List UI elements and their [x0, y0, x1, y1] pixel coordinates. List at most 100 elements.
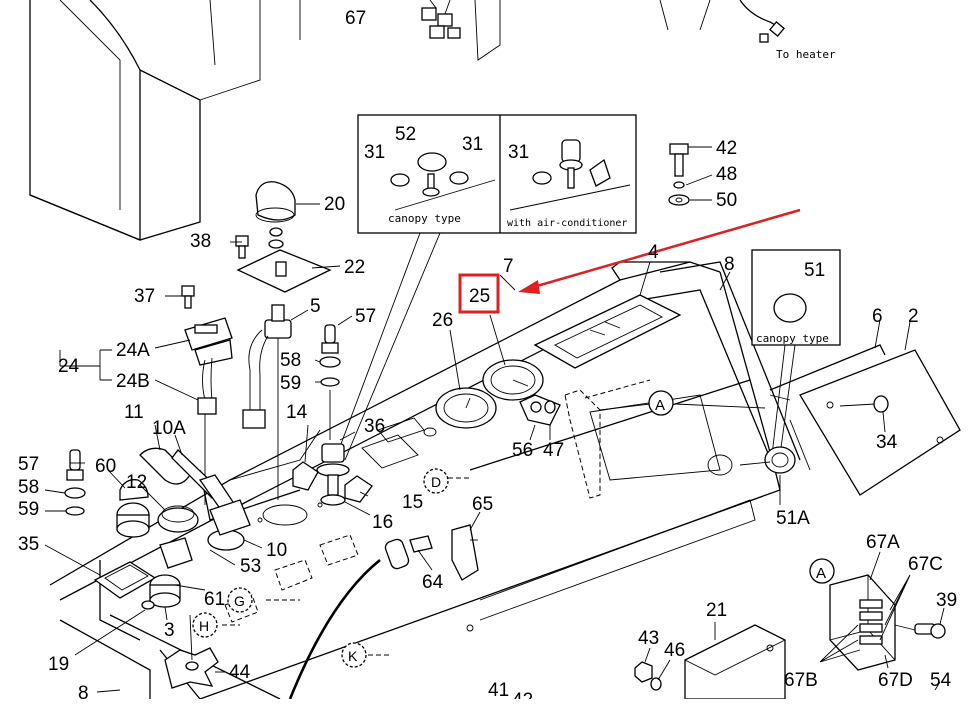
callout-d: D: [431, 474, 441, 490]
leader-lines: [44, 146, 945, 693]
label-canopy-type-2: canopy type: [756, 332, 829, 345]
label-64: 64: [422, 572, 444, 593]
callout-circles: [192, 390, 835, 668]
gauges: [435, 359, 544, 429]
label-25: 25: [469, 286, 490, 307]
label-57b: 57: [18, 454, 39, 475]
label-5: 5: [310, 296, 321, 317]
label-39: 39: [936, 590, 957, 611]
label-65: 65: [472, 494, 493, 515]
part-21: [684, 624, 786, 700]
parts-56-47: [519, 394, 561, 426]
part-14-15: [292, 461, 373, 503]
label-31b: 31: [462, 134, 483, 155]
part-57-58-59-right: [319, 324, 341, 440]
label-with-ac: with air-conditioner: [507, 218, 627, 229]
callout-g: G: [234, 593, 245, 609]
label-35: 35: [18, 534, 39, 555]
cabin-body: [29, 0, 711, 241]
part-43-46: [634, 661, 662, 691]
label-21: 21: [706, 600, 727, 621]
part-42-48-50: [668, 143, 690, 206]
inset-leaders: [334, 232, 796, 461]
connector-top: [421, 0, 461, 39]
heater-harness: [739, 0, 785, 43]
label-58b: 58: [18, 477, 39, 498]
part-36-switch: [316, 443, 350, 506]
label-48: 48: [716, 164, 737, 185]
label-3: 3: [164, 620, 175, 641]
label-31a: 31: [364, 142, 385, 163]
callout-h: H: [199, 618, 209, 634]
part-35-3-61-19: [93, 537, 219, 689]
label-11: 11: [124, 402, 144, 423]
highlight-annotation: [458, 208, 801, 314]
side-panels: [659, 261, 961, 496]
label-59a: 59: [280, 373, 301, 394]
label-16: 16: [372, 512, 393, 533]
part-4-display: [533, 294, 682, 369]
label-14: 14: [286, 402, 308, 423]
label-54: 54: [930, 670, 952, 691]
label-41: 41: [488, 680, 509, 699]
label-15: 15: [402, 492, 423, 513]
label-42: 42: [716, 138, 737, 159]
label-24: 24: [58, 356, 80, 377]
part-51a: [764, 446, 796, 474]
wire-harness: [288, 558, 381, 700]
label-canopy-type-1: canopy type: [388, 212, 461, 225]
label-51: 51: [804, 260, 825, 281]
label-47: 47: [543, 440, 564, 461]
label-31c: 31: [508, 142, 529, 163]
label-8b: 8: [78, 683, 89, 699]
part-5-switch: [242, 304, 292, 500]
label-4: 4: [648, 242, 659, 263]
part-labels: 67 To heater 31 52 31 31 canopy type wit…: [18, 8, 957, 704]
label-61: 61: [204, 589, 225, 610]
red-arrowhead: [518, 280, 540, 294]
label-59b: 59: [18, 499, 39, 520]
callout-k: K: [348, 648, 358, 664]
part-11-10-53: [139, 447, 251, 551]
label-67: 67: [345, 8, 366, 29]
label-67b: 67B: [784, 670, 818, 691]
red-arrow: [529, 208, 801, 290]
label-37: 37: [134, 286, 155, 307]
part-24-37: [181, 285, 233, 505]
inset-box-switch: [357, 114, 637, 234]
label-38: 38: [190, 231, 211, 252]
label-43: 43: [638, 628, 659, 649]
label-12: 12: [126, 472, 147, 493]
label-20: 20: [324, 194, 345, 215]
part-12-60: [116, 479, 199, 538]
dashboard-panel: [49, 261, 781, 700]
label-36: 36: [364, 416, 385, 437]
part-57-58-59-left: [64, 449, 86, 516]
label-19: 19: [48, 654, 69, 675]
label-22: 22: [344, 257, 365, 278]
callout-a2: A: [816, 565, 826, 582]
label-6: 6: [872, 306, 883, 327]
label-42b: 42: [512, 690, 533, 699]
part-67a-relay: [829, 574, 946, 671]
label-67c: 67C: [908, 554, 943, 575]
label-57a: 57: [355, 306, 376, 327]
label-10: 10: [266, 540, 287, 561]
label-50: 50: [716, 190, 737, 211]
inset-box-cap: [751, 249, 841, 346]
highlight-box-25: [458, 273, 500, 314]
label-10a: 10A: [152, 418, 186, 439]
label-44: 44: [229, 662, 251, 683]
label-51a: 51A: [776, 508, 810, 529]
label-67d: 67D: [878, 670, 913, 691]
label-67a: 67A: [866, 532, 900, 553]
label-7: 7: [503, 256, 514, 277]
label-53: 53: [240, 556, 261, 577]
part-64-65: [384, 524, 479, 581]
label-26: 26: [432, 310, 453, 331]
callout-a1: A: [655, 397, 665, 414]
label-60: 60: [95, 456, 116, 477]
label-34: 34: [876, 432, 898, 453]
